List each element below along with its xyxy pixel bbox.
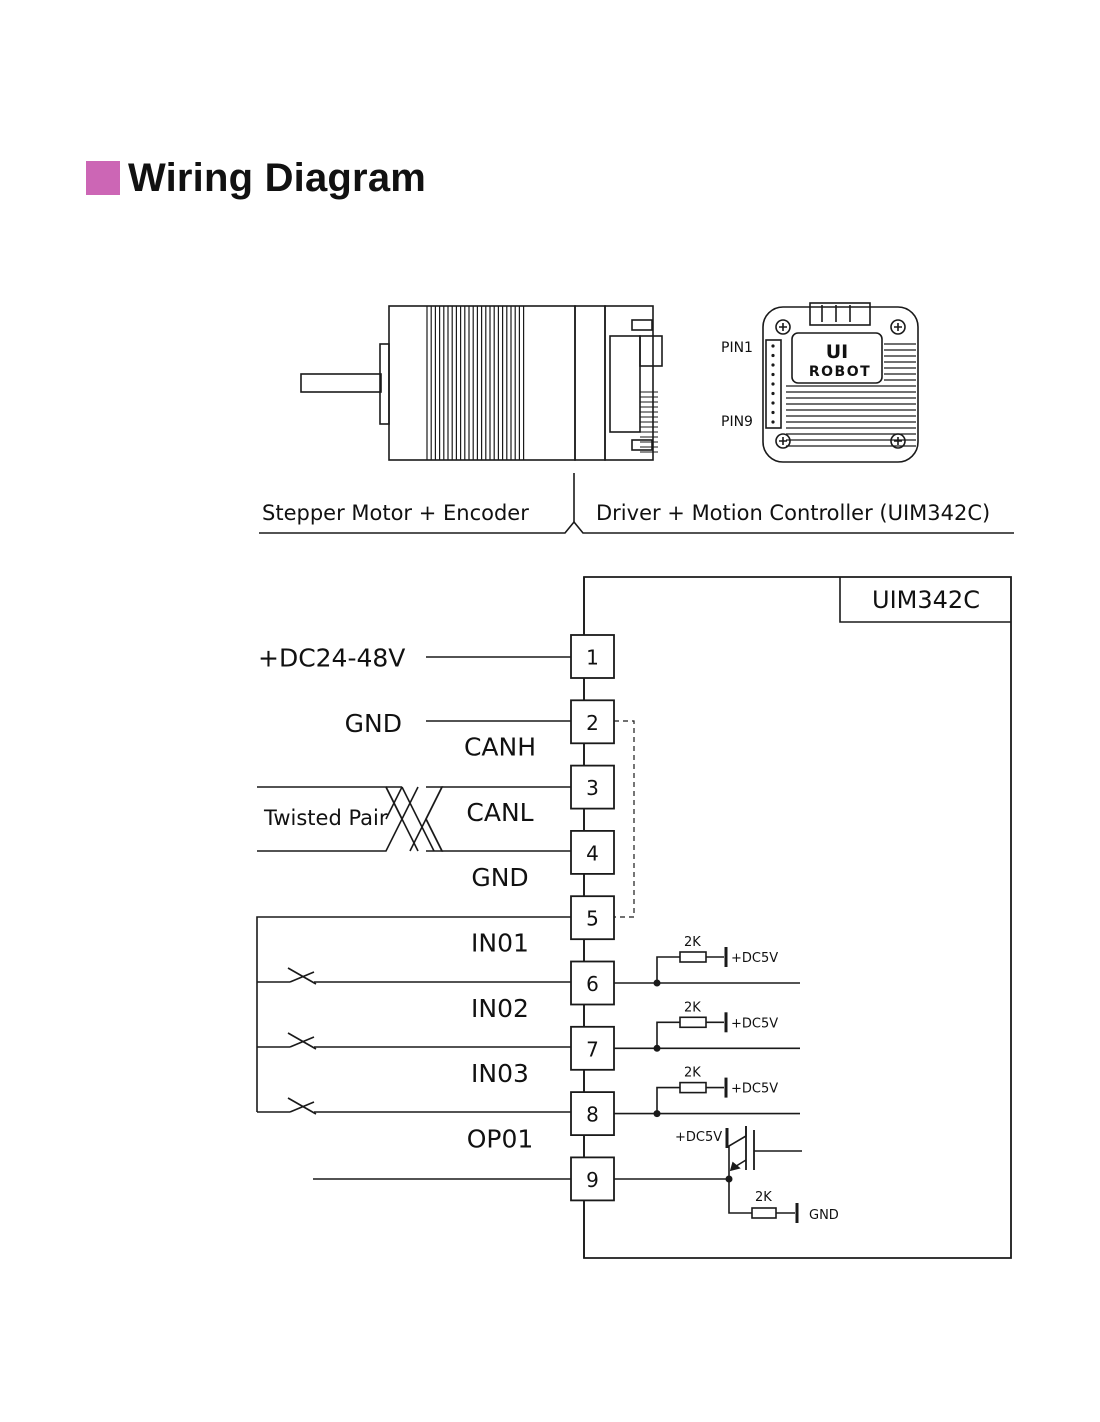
motor-fins [426,306,525,460]
encoder-body [604,305,654,461]
controller-box [583,576,1012,1259]
twisted-pair-label: Twisted Pair [263,806,388,830]
pullup-resistor-label: 2K [684,1066,701,1081]
pin-terminal-1 [570,634,615,679]
pin-terminal-8 [570,1091,615,1136]
pin-terminal-6 [570,960,615,1006]
encoder-housing [574,305,606,461]
input-pullup-circuits: 2K +DC5V 2K +DC5V 2K +DC5V [614,935,800,1118]
pin9-label: PIN9 [721,414,753,430]
pin-number: 1 [586,646,599,670]
pin-terminal-4 [570,830,615,875]
twisted-pair-symbol [257,786,571,852]
pin-number: 8 [586,1103,599,1127]
input-switch-network [256,916,571,1115]
pin-terminal-7 [570,1025,615,1071]
output-transistor-circuit [614,1126,802,1223]
gnd-internal-link [614,720,635,918]
logo-ui: UI [826,341,849,363]
pin-number: 4 [586,841,599,865]
logo-plate [791,332,883,384]
motor-shaft [300,373,382,393]
stepper-motor-illustration [300,305,663,461]
driver-fins [786,343,916,447]
encoder-connector [609,335,641,433]
op-supply-label: +DC5V [675,1130,722,1145]
pullup-circuit: 2K +DC5V [614,1000,800,1052]
encoder-plug [639,335,663,367]
pin-terminals: 1+DC24-48V2GND3CANH4CANL5GND6IN017IN028I… [258,577,615,1258]
pullup-supply-label: +DC5V [731,951,778,966]
pin-label-2: GND [345,709,402,738]
screw-icon [775,319,906,449]
pin-number: 5 [586,907,599,931]
pin-label-4: CANL [466,798,533,827]
pin-label-6: IN01 [471,929,529,958]
driver-top-connector [809,302,871,326]
pin-number: 3 [586,776,599,800]
accent-square [86,161,120,195]
pullup-circuit: 2K +DC5V [614,935,800,987]
pullup-supply-label: +DC5V [731,1082,778,1097]
pin-terminal-5 [570,895,615,941]
caption-bracket [259,473,1014,534]
pin-number: 9 [586,1168,599,1192]
driver-caption: Driver + Motion Controller (UIM342C) [596,501,990,525]
op-resistor-label: 2K [755,1190,772,1205]
pullup-supply-label: +DC5V [731,1016,778,1031]
driver-body [762,306,919,463]
pin1-label: PIN1 [721,340,753,356]
pullup-resistor-label: 2K [684,935,701,950]
pin-dots [771,344,775,424]
pin-label-5: GND [471,863,528,892]
pin-label-9: OP01 [467,1124,534,1153]
encoder-tab-top [631,319,653,331]
encoder-tab-bottom [631,439,653,451]
pin-number: 2 [586,711,599,735]
pin-label-1: +DC24-48V [258,644,405,673]
pin-number: 6 [586,972,599,996]
pullup-circuit: 2K +DC5V [614,1066,800,1118]
pin-terminal-3 [570,764,615,810]
pullup-resistor-label: 2K [684,1000,701,1015]
op-ground-label: GND [809,1208,839,1223]
pin-label-8: IN03 [471,1059,529,1088]
pin-number: 7 [586,1037,599,1061]
section-header: Wiring Diagram [86,155,427,200]
logo-robot: ROBOT [809,364,871,380]
pin-label-7: IN02 [471,994,529,1023]
driver-illustration: UI ROBOT PIN1 PIN9 [721,302,919,463]
driver-pin-connector [765,339,782,429]
encoder-fins [640,391,658,453]
motor-caption: Stepper Motor + Encoder [262,501,529,525]
controller-name: UIM342C [872,586,980,614]
pin-label-3: CANH [464,733,536,762]
page-title: Wiring Diagram [128,155,427,200]
